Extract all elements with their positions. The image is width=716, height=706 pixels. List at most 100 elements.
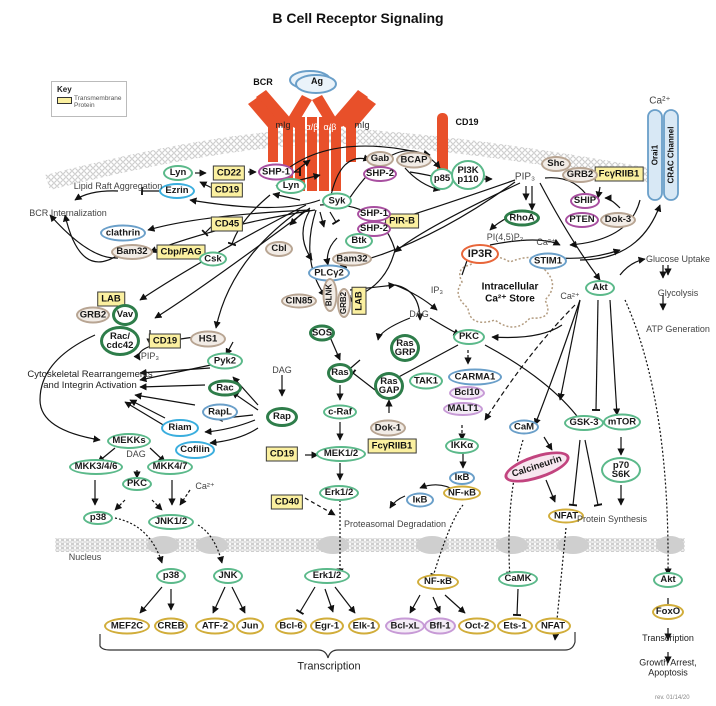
- node-syk[interactable]: Syk: [322, 192, 352, 210]
- node-pkc-center[interactable]: PKC: [453, 329, 485, 345]
- node-mek12[interactable]: MEK1/2: [316, 446, 366, 462]
- node-bcap[interactable]: BCAP: [396, 151, 432, 169]
- tf-bcl-xl[interactable]: Bcl-xL: [385, 617, 425, 635]
- node-mkk47[interactable]: MKK4/7: [147, 459, 193, 475]
- node-nfat-cytoplasm[interactable]: NFAT: [548, 508, 584, 524]
- cd19-box-middle[interactable]: CD19: [148, 333, 182, 349]
- node-pten[interactable]: PTEN: [565, 212, 599, 228]
- node-pkc-left[interactable]: PKC: [122, 477, 152, 491]
- node-lyn-center[interactable]: Lyn: [276, 178, 306, 194]
- tf-creb[interactable]: CREB: [154, 617, 188, 635]
- node-btk[interactable]: Btk: [345, 233, 373, 249]
- cd19-box-top[interactable]: CD19: [210, 182, 244, 198]
- fcgr-box-top[interactable]: FcγRIIB1: [594, 166, 644, 182]
- node-carma1[interactable]: CARMA1: [448, 368, 502, 386]
- node-bam32-center[interactable]: Bam32: [332, 251, 372, 267]
- node-mkk346[interactable]: MKK3/4/6: [69, 459, 123, 475]
- node-ezrin[interactable]: Ezrin: [159, 183, 195, 199]
- node-plcg2[interactable]: PLCγ2: [308, 264, 350, 282]
- cd40-box[interactable]: CD40: [270, 494, 304, 510]
- tf-ets-1[interactable]: Ets-1: [497, 617, 533, 635]
- node-riam[interactable]: Riam: [161, 419, 199, 437]
- node-cbl[interactable]: Cbl: [265, 241, 293, 257]
- tf-egr-1[interactable]: Egr-1: [310, 617, 344, 635]
- tf-oct-2[interactable]: Oct-2: [458, 617, 496, 635]
- node-ras[interactable]: Ras: [327, 363, 353, 383]
- node-rac[interactable]: Rac: [208, 379, 242, 397]
- node-grb2-top[interactable]: GRB2: [562, 167, 598, 183]
- node-nfkb-nucleus[interactable]: NF-κB: [417, 574, 459, 590]
- tf-jun[interactable]: Jun: [236, 617, 264, 635]
- node-cin85[interactable]: CIN85: [281, 293, 317, 309]
- node-erk12-cytoplasm[interactable]: Erk1/2: [319, 485, 359, 501]
- node-camk[interactable]: CaMK: [498, 571, 538, 587]
- node-pyk2[interactable]: Pyk2: [207, 352, 243, 370]
- node-sos[interactable]: SOS: [309, 324, 335, 342]
- node-ras-grp[interactable]: Ras GRP: [390, 334, 420, 362]
- tf-bfl-1[interactable]: Bfl-1: [424, 617, 456, 635]
- lab-box-left[interactable]: LAB: [97, 291, 125, 307]
- node-bam32-left[interactable]: Bam32: [111, 244, 153, 260]
- node-erk12-nucleus[interactable]: Erk1/2: [304, 568, 350, 584]
- node-gsk3[interactable]: GSK-3: [564, 415, 604, 431]
- node-rhoa[interactable]: RhoA: [504, 209, 540, 227]
- node-p70-s6k[interactable]: p70 S6K: [601, 457, 641, 483]
- node-mtor[interactable]: mTOR: [603, 413, 641, 431]
- node-ras-gap[interactable]: Ras GAP: [374, 372, 404, 400]
- node-shp1-top[interactable]: SHP-1: [258, 163, 294, 181]
- node-cam[interactable]: CaM: [509, 419, 539, 435]
- pir-b-box[interactable]: PIR-B: [385, 213, 419, 229]
- fcgr-box-center[interactable]: FcγRIIB1: [367, 438, 417, 454]
- node-grb2-center[interactable]: GRB2: [337, 288, 351, 318]
- orai1-label: Orai1: [650, 144, 660, 166]
- tf-nfat[interactable]: NFAT: [535, 617, 571, 635]
- node-gab[interactable]: Gab: [366, 151, 394, 167]
- node-vav[interactable]: Vav: [112, 304, 138, 326]
- node-blnk[interactable]: BLNK: [322, 278, 338, 312]
- node-akt-top[interactable]: Akt: [585, 280, 615, 296]
- node-stim1[interactable]: STIM1: [529, 252, 567, 270]
- node-akt-nucleus[interactable]: Akt: [653, 572, 683, 588]
- node-ikb-complex[interactable]: IκB: [449, 471, 475, 485]
- node-clathrin[interactable]: clathrin: [100, 224, 146, 242]
- tf-elk-1[interactable]: Elk-1: [348, 617, 380, 635]
- node-lyn-top[interactable]: Lyn: [163, 165, 193, 181]
- node-ship[interactable]: SHIP: [570, 193, 600, 209]
- node-nfkb-cytoplasm[interactable]: NF-κB: [443, 485, 481, 501]
- node-ikb-free[interactable]: IκB: [406, 492, 434, 508]
- node-rapl[interactable]: RapL: [202, 403, 238, 421]
- node-ikka[interactable]: IKKα: [445, 438, 479, 454]
- node-tak1[interactable]: TAK1: [409, 372, 443, 390]
- node-grb2-left[interactable]: GRB2: [76, 306, 110, 324]
- node-rac-cdc42[interactable]: Rac/ cdc42: [100, 326, 140, 356]
- node-foxo[interactable]: FoxO: [652, 604, 684, 620]
- node-shp1-center[interactable]: SHP-1: [357, 206, 391, 222]
- node-mekks[interactable]: MEKKs: [107, 433, 151, 449]
- node-dok1[interactable]: Dok-1: [370, 419, 406, 437]
- node-dok3[interactable]: Dok-3: [600, 212, 636, 228]
- tf-mef2c[interactable]: MEF2C: [104, 617, 150, 635]
- alpha-beta-left: α/β: [305, 121, 319, 132]
- lab-box-center[interactable]: LAB: [351, 287, 367, 315]
- node-ip3r[interactable]: IP3R: [461, 244, 499, 264]
- node-cofilin[interactable]: Cofilin: [175, 441, 215, 459]
- node-shc[interactable]: Shc: [541, 156, 571, 172]
- node-csk[interactable]: Csk: [199, 251, 227, 267]
- node-p38-cytoplasm[interactable]: p38: [83, 511, 113, 525]
- cd19-box-bottom[interactable]: CD19: [265, 446, 299, 462]
- node-bcl10[interactable]: Bcl10: [449, 386, 485, 400]
- tf-bcl-6[interactable]: Bcl-6: [275, 617, 307, 635]
- node-jnk12[interactable]: JNK1/2: [148, 514, 194, 530]
- node-p38-nucleus[interactable]: p38: [156, 568, 186, 584]
- node-rap[interactable]: Rap: [266, 407, 298, 427]
- node-c-raf[interactable]: c-Raf: [323, 404, 357, 420]
- node-pi3k-p110[interactable]: PI3K p110: [451, 160, 485, 190]
- cd45-box[interactable]: CD45: [210, 216, 244, 232]
- node-jnk-nucleus[interactable]: JNK: [213, 568, 243, 584]
- node-p85[interactable]: p85: [430, 168, 454, 190]
- node-malt1[interactable]: MALT1: [443, 402, 483, 416]
- tf-atf-2[interactable]: ATF-2: [195, 617, 235, 635]
- cd22-box[interactable]: CD22: [212, 165, 246, 181]
- node-shp2-top[interactable]: SHP-2: [363, 166, 397, 182]
- node-hs1[interactable]: HS1: [190, 330, 226, 348]
